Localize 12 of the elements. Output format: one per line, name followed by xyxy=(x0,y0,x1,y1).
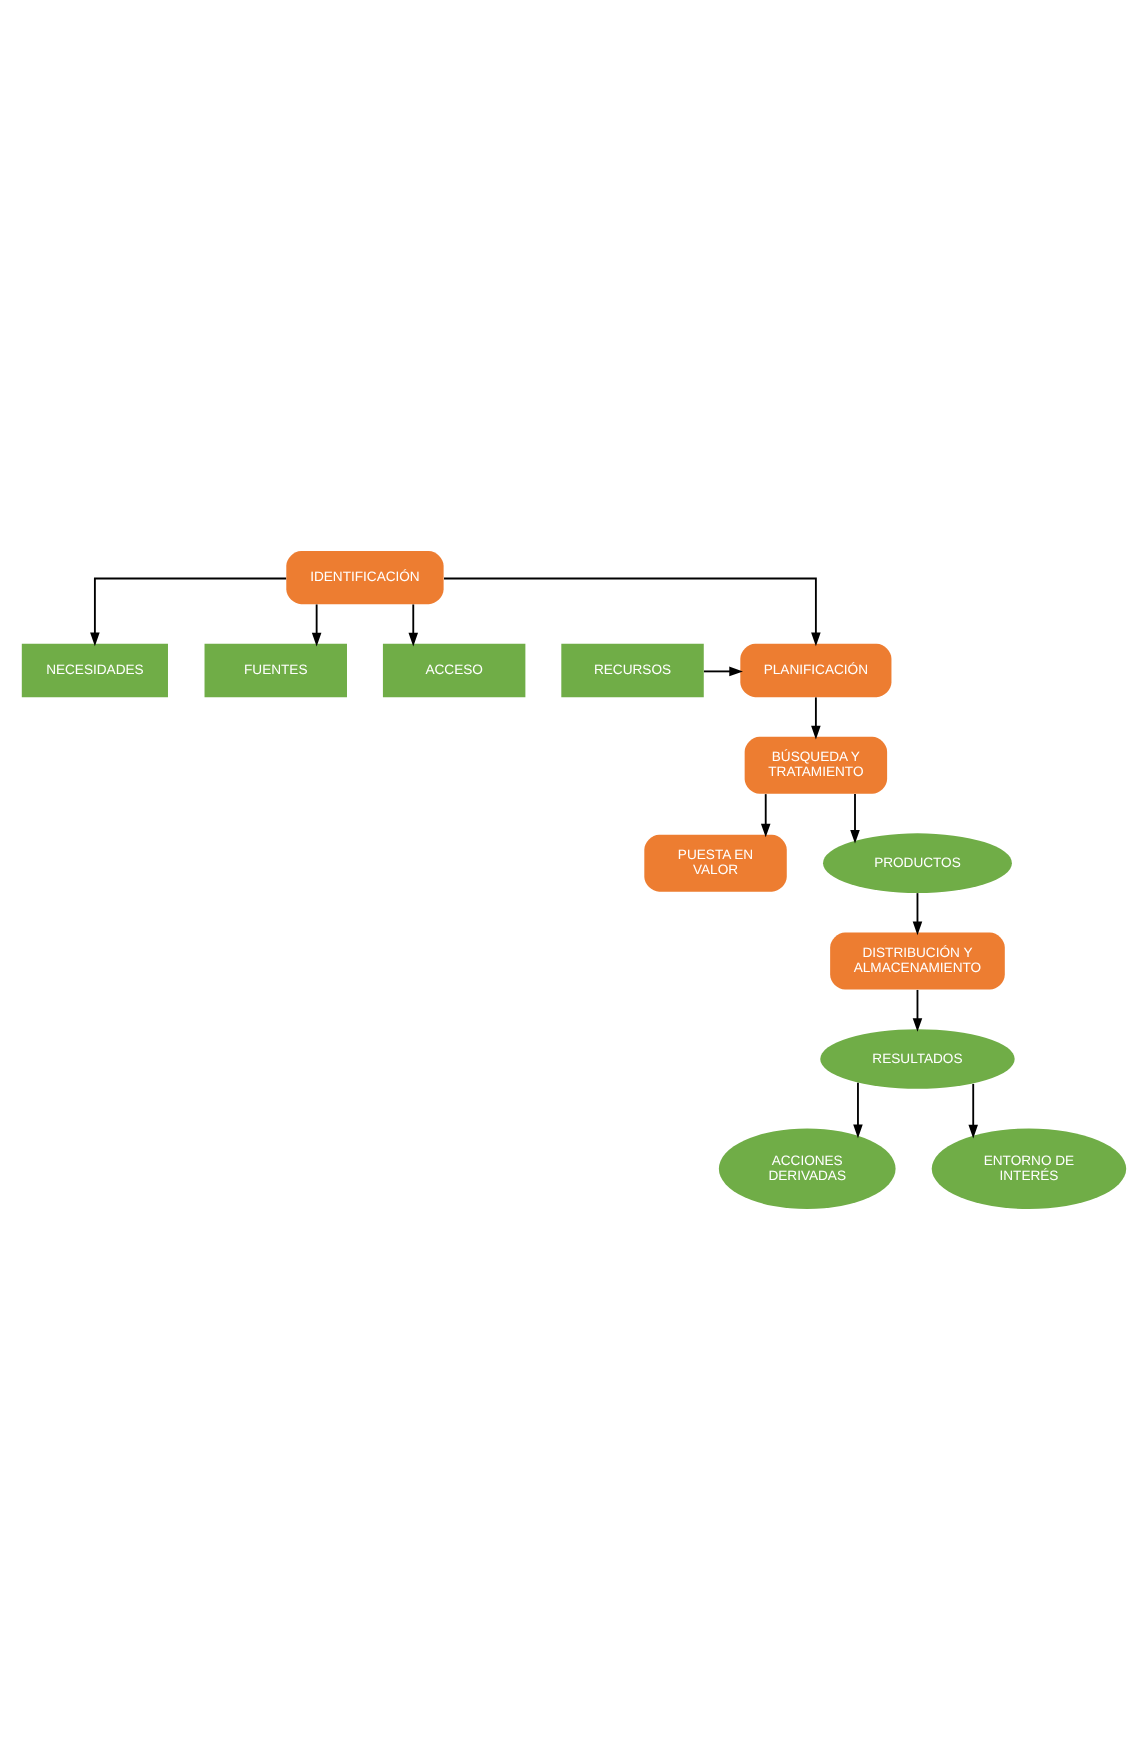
arrow xyxy=(760,792,771,837)
arrow xyxy=(853,1080,863,1138)
arrow xyxy=(850,792,860,843)
arrow xyxy=(912,988,923,1031)
arrow xyxy=(90,576,288,646)
arrow xyxy=(408,602,419,646)
arrow xyxy=(703,665,743,676)
arrow xyxy=(443,576,821,646)
arrow xyxy=(968,1082,978,1138)
arrow xyxy=(912,891,923,935)
arrow xyxy=(311,602,322,646)
arrow xyxy=(811,695,821,739)
